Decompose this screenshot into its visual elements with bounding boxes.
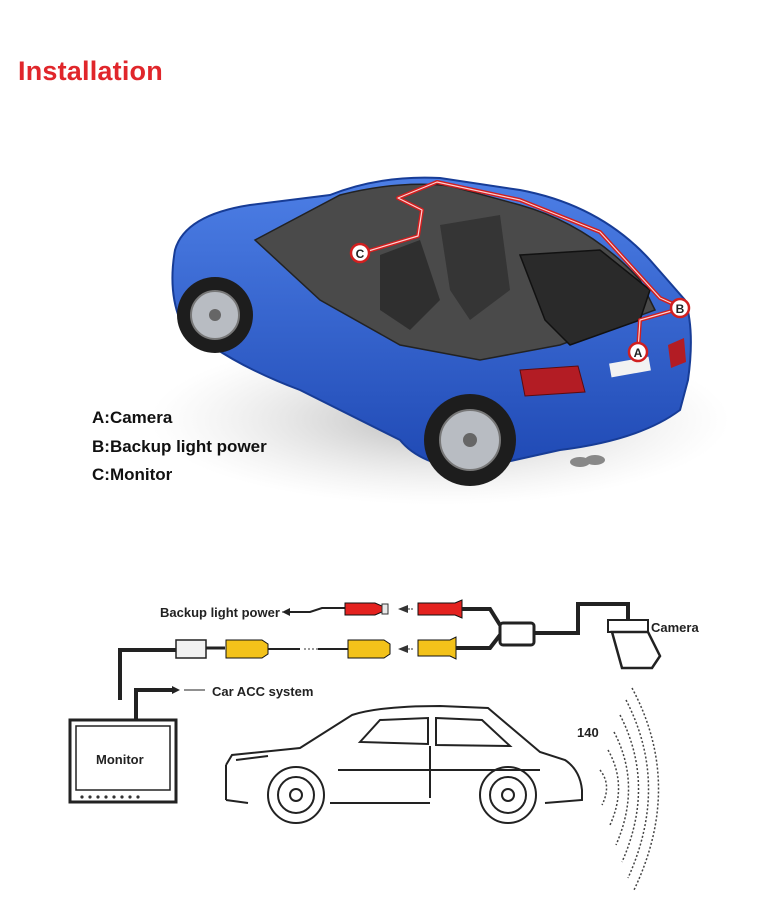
- car-outline-icon: [225, 704, 583, 824]
- marker-c: C: [349, 242, 371, 264]
- legend-item-monitor: C:Monitor: [92, 465, 173, 484]
- marker-a: A: [627, 341, 649, 363]
- rca-red-female: [417, 599, 463, 619]
- page-title: Installation: [18, 56, 163, 86]
- legend: A:Camera B:Backup light power C:Monitor: [92, 404, 267, 490]
- front-wheel: [177, 277, 253, 353]
- legend-item-backup-light-power: B:Backup light power: [92, 436, 267, 456]
- rear-seat: [440, 215, 510, 320]
- backup-light-power-cable: [282, 599, 502, 627]
- camera-icon: [607, 619, 662, 670]
- monitor-icon: [68, 718, 178, 804]
- svg-text:C: C: [356, 247, 365, 261]
- video-cable: [118, 633, 502, 700]
- car-installation-illustration: C B A: [150, 176, 730, 505]
- monitor-plug: [175, 639, 207, 659]
- svg-text:B: B: [676, 302, 685, 316]
- marker-b: B: [669, 297, 691, 319]
- rca-red-male: [344, 602, 383, 616]
- camera-signal-waves: [599, 687, 660, 891]
- label-backup-light-power: Backup light power: [160, 605, 280, 620]
- label-angle: 140: [577, 725, 599, 740]
- rear-wheel: [424, 394, 516, 486]
- label-monitor: Monitor: [96, 752, 144, 767]
- svg-text:A: A: [634, 346, 643, 360]
- acc-cable: [134, 686, 205, 720]
- rca-yellow-3: [417, 636, 457, 660]
- legend-item-camera: A:Camera: [92, 408, 173, 427]
- tail-light: [519, 365, 586, 397]
- rca-yellow-2: [347, 639, 391, 659]
- front-seat: [380, 240, 440, 330]
- wiring-diagram: [68, 599, 662, 891]
- rca-yellow-1: [225, 639, 269, 659]
- label-camera: Camera: [651, 620, 699, 635]
- label-car-acc-system: Car ACC system: [212, 684, 314, 699]
- junction-box: [498, 621, 536, 647]
